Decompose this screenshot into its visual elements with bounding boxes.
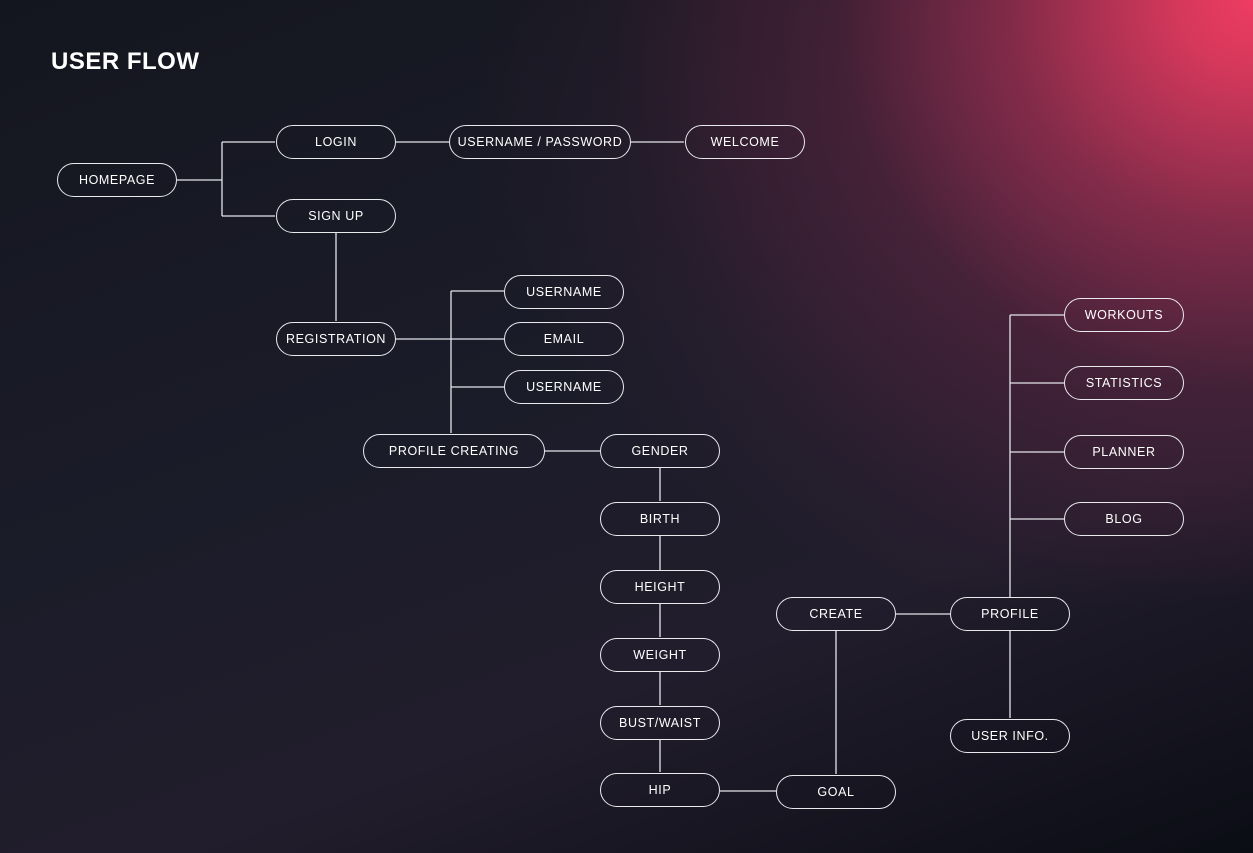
node-workouts[interactable]: WORKOUTS <box>1064 298 1184 332</box>
node-create[interactable]: CREATE <box>776 597 896 631</box>
node-birth[interactable]: BIRTH <box>600 502 720 536</box>
node-username-2[interactable]: USERNAME <box>504 370 624 404</box>
node-height[interactable]: HEIGHT <box>600 570 720 604</box>
node-registration[interactable]: REGISTRATION <box>276 322 396 356</box>
node-profile[interactable]: PROFILE <box>950 597 1070 631</box>
node-welcome[interactable]: WELCOME <box>685 125 805 159</box>
node-goal[interactable]: GOAL <box>776 775 896 809</box>
node-profile-creating[interactable]: PROFILE CREATING <box>363 434 545 468</box>
link-registration-fields <box>450 290 504 433</box>
node-planner[interactable]: PLANNER <box>1064 435 1184 469</box>
node-homepage[interactable]: HOMEPAGE <box>57 163 177 197</box>
node-username-password[interactable]: USERNAME / PASSWORD <box>449 125 631 159</box>
node-statistics[interactable]: STATISTICS <box>1064 366 1184 400</box>
node-login[interactable]: LOGIN <box>276 125 396 159</box>
node-bust-waist[interactable]: BUST/WAIST <box>600 706 720 740</box>
node-weight[interactable]: WEIGHT <box>600 638 720 672</box>
node-sign-up[interactable]: SIGN UP <box>276 199 396 233</box>
node-email[interactable]: EMAIL <box>504 322 624 356</box>
link-homepage-branch <box>177 141 275 217</box>
link-profile-menu <box>1009 314 1064 597</box>
node-user-info[interactable]: USER INFO. <box>950 719 1070 753</box>
node-gender[interactable]: GENDER <box>600 434 720 468</box>
node-hip[interactable]: HIP <box>600 773 720 807</box>
node-blog[interactable]: BLOG <box>1064 502 1184 536</box>
node-username[interactable]: USERNAME <box>504 275 624 309</box>
page-title: USER FLOW <box>51 48 200 75</box>
